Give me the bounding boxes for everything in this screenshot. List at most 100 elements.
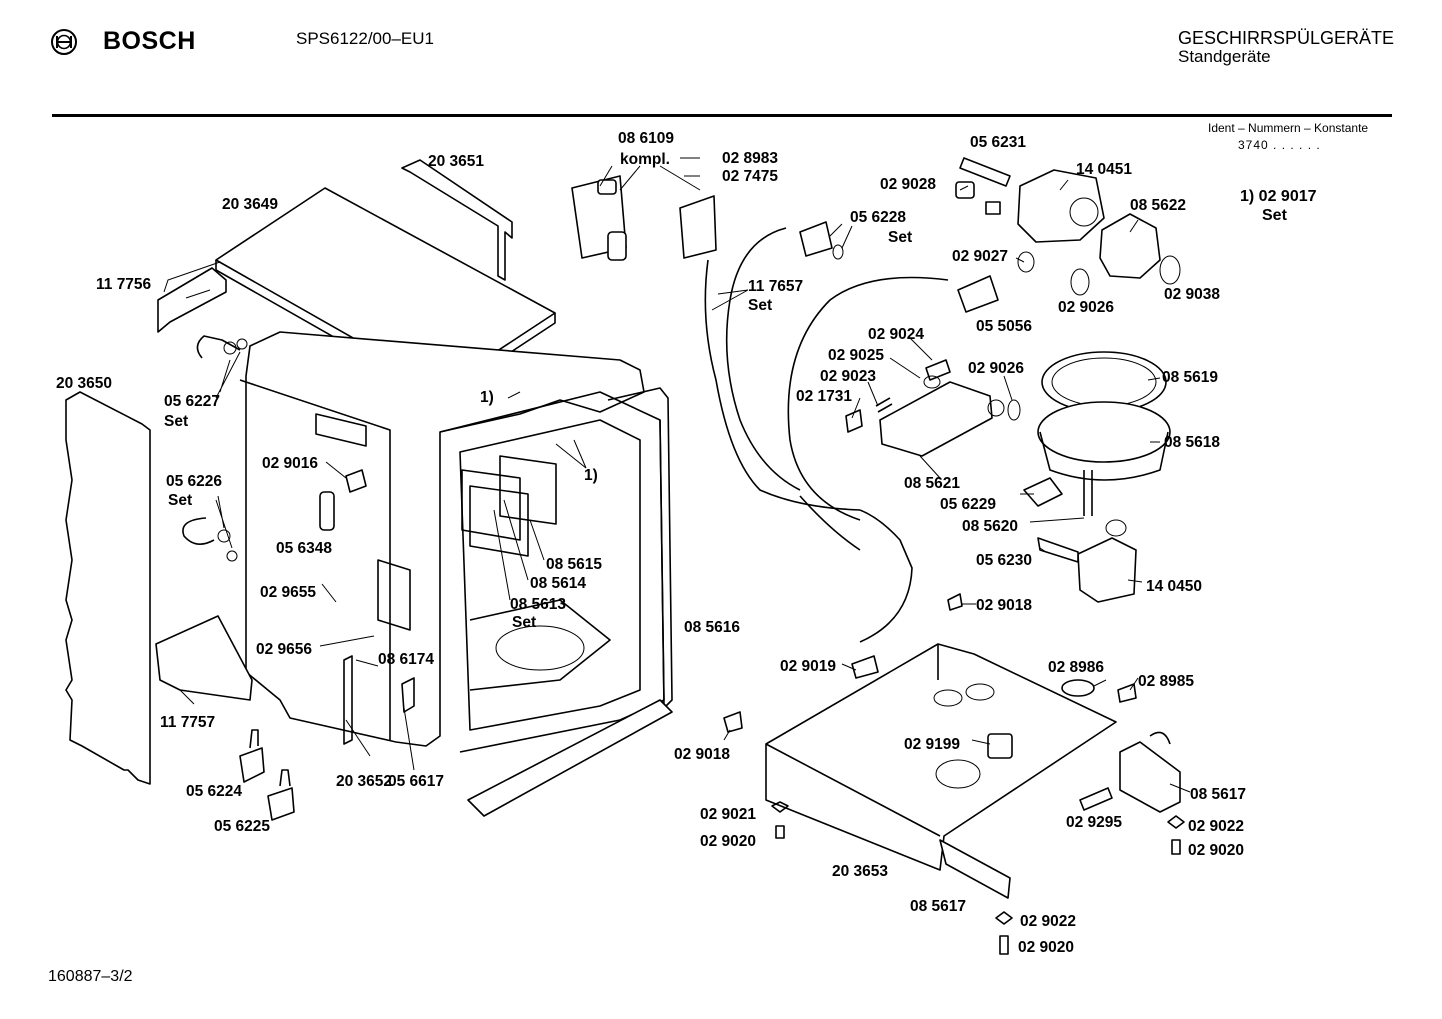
- part-label-p36: Set: [888, 229, 912, 246]
- part-label-p55: 02 9019: [780, 658, 836, 675]
- sump-assembly-drawing: [1023, 351, 1171, 537]
- part-056617-drawing: [401, 677, 415, 713]
- part-label-p40: 02 9038: [1164, 286, 1220, 303]
- part-086174-drawing: [343, 655, 353, 745]
- part-label-p41: 05 5056: [976, 318, 1032, 335]
- part-label-p61: 02 9021: [700, 806, 756, 823]
- part-label-p62: 02 9020: [700, 833, 756, 850]
- part-label-p64: 02 9022: [1188, 818, 1244, 835]
- category-title: GESCHIRRSPÜLGERÄTE: [1178, 28, 1395, 48]
- bosch-logo-icon: [51, 29, 77, 55]
- door-gasket-drawing: [607, 387, 673, 709]
- header-divider: [52, 114, 1392, 117]
- part-label-p48: 08 5618: [1164, 434, 1220, 451]
- part-label-p20: 1): [584, 467, 598, 484]
- part-label-p65: 02 9020: [1188, 842, 1244, 859]
- part-label-p69: 02 9020: [1018, 939, 1074, 956]
- part-label-p7: 05 6226: [166, 473, 222, 490]
- part-label-p58: 02 9018: [674, 746, 730, 763]
- leader-lines: [163, 157, 1191, 793]
- document-number: 160887–3/2: [48, 968, 133, 985]
- part-label-p46: 02 9026: [968, 360, 1024, 377]
- part-label-p1: 20 3651: [428, 153, 484, 170]
- part-label-p19: 1): [480, 389, 494, 406]
- part-label-p57: 02 8985: [1138, 673, 1194, 690]
- part-label-p6: Set: [164, 413, 188, 430]
- part-label-p47: 08 5619: [1162, 369, 1218, 386]
- drain-pump-140450-drawing: [1037, 537, 1137, 603]
- part-029016-drawing: [345, 469, 367, 493]
- part-label-p38: 02 9027: [952, 248, 1008, 265]
- part-label-p9: 02 9016: [262, 455, 318, 472]
- side-panel-drawing: [65, 391, 151, 785]
- valve-block-086109-drawing: [571, 175, 717, 261]
- part-label-p26: 08 6109: [618, 130, 674, 147]
- part-label-p8: Set: [168, 492, 192, 509]
- part-label-p68: 02 9022: [1020, 913, 1076, 930]
- part-label-p43: 02 9025: [828, 347, 884, 364]
- part-label-p49: 08 5621: [904, 475, 960, 492]
- part-label-p29: 02 7475: [722, 168, 778, 185]
- footnote-note: Set: [1262, 207, 1287, 224]
- part-label-p18: 05 6617: [388, 773, 444, 790]
- part-label-p53: 14 0450: [1146, 578, 1202, 595]
- part-label-p56: 02 8986: [1048, 659, 1104, 676]
- ident-value: 3740 . . . . . .: [1238, 138, 1321, 152]
- part-label-p52: 05 6230: [976, 552, 1032, 569]
- part-label-p60: 08 5617: [1190, 786, 1246, 803]
- ident-label: Ident – Nummern – Konstante: [1208, 121, 1369, 135]
- part-label-p14: 11 7757: [160, 714, 215, 731]
- part-label-p10: 05 6348: [276, 540, 332, 557]
- part-label-p17: 20 3652: [336, 773, 392, 790]
- part-label-p44: 02 9023: [820, 368, 876, 385]
- part-label-p42: 02 9024: [868, 326, 924, 343]
- part-label-p15: 05 6224: [186, 783, 242, 800]
- part-label-p66: 20 3653: [832, 863, 888, 880]
- part-label-p30: 11 7657: [748, 278, 803, 295]
- kick-plate-drawing: [467, 699, 673, 817]
- back-panel-drawing: [401, 159, 513, 281]
- part-label-p50: 05 6229: [940, 496, 996, 513]
- part-label-p45: 02 1731: [796, 388, 852, 405]
- hose-harness-drawing: [704, 259, 861, 511]
- part-label-p34: 02 9028: [880, 176, 936, 193]
- brand-name: BOSCH: [103, 27, 196, 55]
- model-number: SPS6122/00–EU1: [296, 29, 434, 48]
- part-label-p16: 05 6225: [214, 818, 270, 835]
- part-label-p51: 08 5620: [962, 518, 1018, 535]
- part-label-p27: kompl.: [620, 151, 670, 168]
- part-label-p33: 14 0451: [1076, 161, 1132, 178]
- tub-body-drawing: [239, 331, 665, 753]
- solenoid-valves-drawing: [239, 729, 295, 821]
- part-label-p24: Set: [512, 614, 536, 631]
- insulation-block-drawing: [155, 615, 253, 701]
- part-056348-drawing: [319, 491, 335, 531]
- part-label-p11: 02 9655: [260, 584, 316, 601]
- dispenser-085621-drawing: [845, 359, 1021, 457]
- part-label-p21: 08 5615: [546, 556, 602, 573]
- part-label-p39: 02 9026: [1058, 299, 1114, 316]
- part-label-p3: 11 7756: [96, 276, 152, 293]
- part-label-p12: 02 9656: [256, 641, 312, 658]
- part-label-p37: 08 5622: [1130, 197, 1186, 214]
- category-subtitle: Standgeräte: [1178, 47, 1271, 66]
- part-label-p13: 08 6174: [378, 651, 434, 668]
- bracket-117756-drawing: [157, 267, 227, 333]
- footnote-ref: 1) 02 9017: [1240, 188, 1317, 205]
- fasteners-drawing: [771, 801, 1185, 955]
- part-label-p54: 02 9018: [976, 597, 1032, 614]
- part-label-p23: 08 5613: [510, 596, 566, 613]
- part-label-p4: 20 3650: [56, 375, 112, 392]
- base-tray-drawing: [723, 593, 1181, 899]
- part-label-p32: 05 6231: [970, 134, 1026, 151]
- part-label-p25: 08 5616: [684, 619, 740, 636]
- part-label-p2: 20 3649: [222, 196, 278, 213]
- part-label-p5: 05 6227: [164, 393, 220, 410]
- hose-056226-drawing: [182, 517, 215, 545]
- part-label-p31: Set: [748, 297, 772, 314]
- part-label-p22: 08 5614: [530, 575, 586, 592]
- part-label-p28: 02 8983: [722, 150, 778, 167]
- hose-056227-drawing: [196, 335, 241, 359]
